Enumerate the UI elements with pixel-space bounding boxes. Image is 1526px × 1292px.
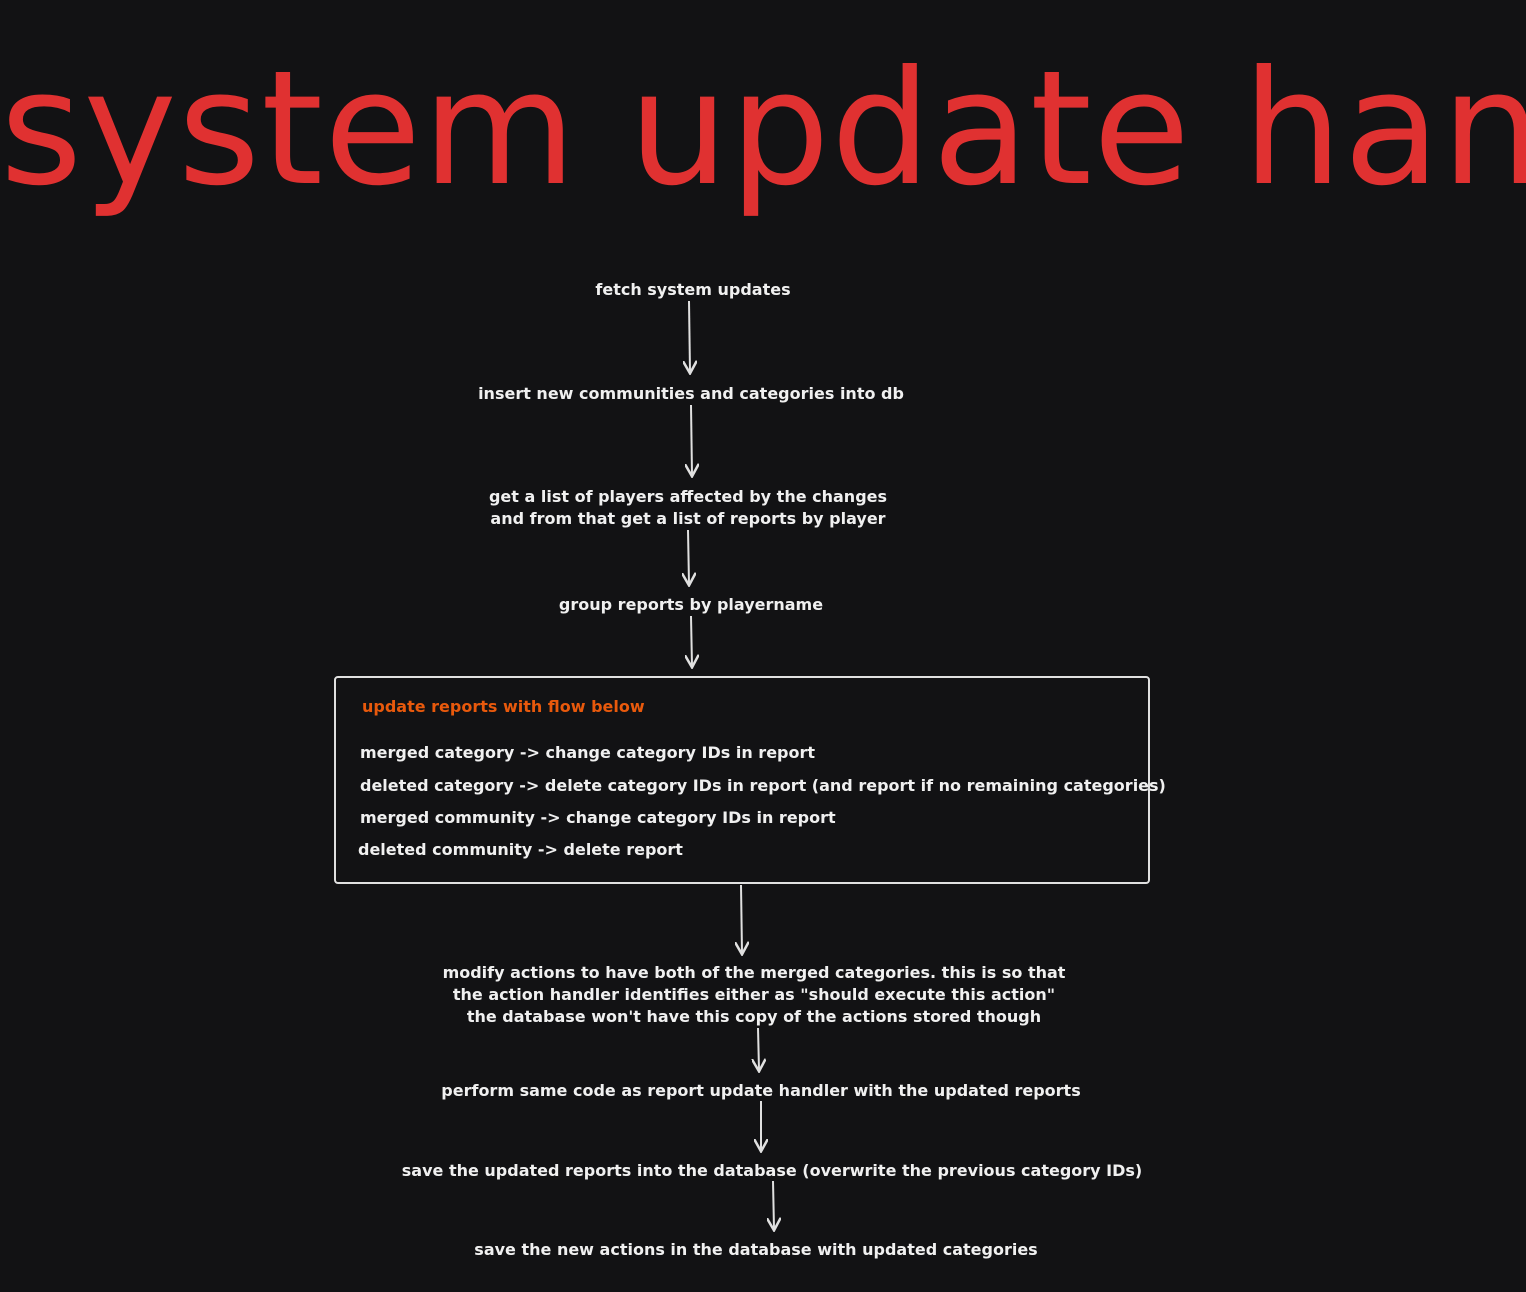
step-get-players-line-2: and from that get a list of reports by p… — [490, 509, 886, 528]
step-save-actions: save the new actions in the database wit… — [474, 1240, 1038, 1259]
diagram-title: system update handler — [0, 37, 1526, 221]
step-modify-actions: modify actions to have both of the merge… — [443, 962, 1066, 1028]
step-group-reports: group reports by playername — [558, 595, 824, 614]
update-box-item-merged-community: merged community -> change category IDs … — [360, 808, 836, 827]
update-box-item-deleted-community: deleted community -> delete report — [358, 840, 683, 859]
update-box-item-merged-category: merged category -> change category IDs i… — [360, 743, 816, 762]
arrow-group-to-box — [691, 615, 692, 666]
update-box-heading: update reports with flow below — [362, 697, 645, 716]
update-reports-box — [334, 676, 1150, 884]
arrow-box-to-modify — [741, 884, 742, 953]
step-save-reports: save the updated reports into the databa… — [401, 1161, 1143, 1180]
arrow-save-reports-to-save-actions — [773, 1180, 774, 1229]
step-modify-line-3: the database won't have this copy of the… — [466, 1007, 1042, 1026]
step-modify-line-2: the action handler identifies either as … — [452, 985, 1056, 1004]
step-perform-same-code: perform same code as report update handl… — [441, 1081, 1081, 1100]
step-get-players-line-1: get a list of players affected by the ch… — [488, 487, 888, 506]
arrow-modify-to-perform — [758, 1027, 759, 1070]
step-fetch-system-updates: fetch system updates — [595, 280, 791, 299]
step-get-players-reports: get a list of players affected by the ch… — [489, 486, 887, 530]
step-modify-line-1: modify actions to have both of the merge… — [442, 963, 1066, 982]
arrow-insert-to-players — [691, 404, 692, 475]
arrow-fetch-to-insert — [689, 300, 690, 372]
step-insert-communities-categories: insert new communities and categories in… — [478, 384, 904, 403]
arrow-players-to-group — [688, 529, 689, 584]
update-box-item-deleted-category: deleted category -> delete category IDs … — [360, 776, 1166, 795]
